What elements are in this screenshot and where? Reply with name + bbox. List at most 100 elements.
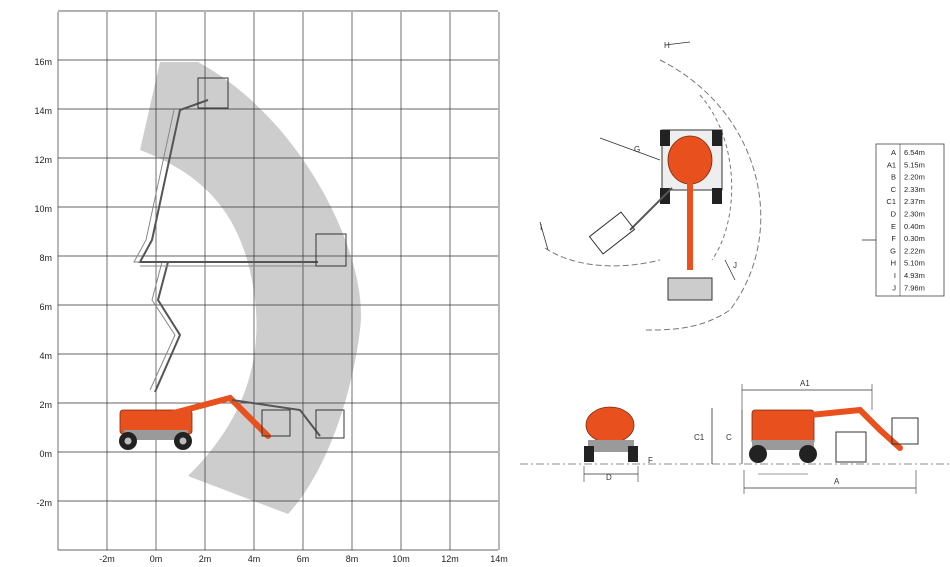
dim-label-j: J xyxy=(733,261,737,270)
dim-label-d: D xyxy=(606,473,612,482)
i-arrow xyxy=(539,221,549,251)
spec-value: 2.30m xyxy=(904,210,925,219)
y-tick-label: 10m xyxy=(34,204,52,214)
spec-value: 5.15m xyxy=(904,160,925,169)
top-turret xyxy=(667,135,713,185)
machine-side-low xyxy=(119,394,345,450)
y-tick-label: 6m xyxy=(39,302,52,312)
y-tick-label: -2m xyxy=(37,498,53,508)
machine-boom-high xyxy=(133,77,347,393)
y-tick-label: 12m xyxy=(34,155,52,165)
spec-table-frame xyxy=(875,143,945,297)
spec-value: 0.40m xyxy=(904,222,925,231)
y-tick-label: 0m xyxy=(39,449,52,459)
spec-value: 5.10m xyxy=(904,259,925,268)
chassis-base xyxy=(124,430,188,440)
spec-value: 7.96m xyxy=(904,283,925,292)
y-tick-label: 14m xyxy=(34,106,52,116)
x-tick-label: 8m xyxy=(346,554,359,564)
side-wheel-rear xyxy=(799,445,817,463)
top-view-diagram: H G I J xyxy=(539,41,762,331)
spec-key: C xyxy=(891,185,897,194)
x-tick-label: 6m xyxy=(297,554,310,564)
low-basket-1 xyxy=(261,409,291,437)
spec-key: C1 xyxy=(886,197,896,206)
x-tick-label: 2m xyxy=(199,554,212,564)
outer-swing-arc xyxy=(644,59,762,331)
side-boom xyxy=(797,406,903,451)
spec-key: G xyxy=(890,246,896,255)
side-wheel-front xyxy=(749,445,767,463)
y-tick-label: 4m xyxy=(39,351,52,361)
y-tick-label: 2m xyxy=(39,400,52,410)
tail-swing-arc xyxy=(544,247,661,267)
y-tick-label: 8m xyxy=(39,253,52,263)
spec-key: B xyxy=(891,173,896,182)
y-axis-tick-labels: 16m 14m 12m 10m 8m 6m 4m 2m 0m -2m xyxy=(34,57,52,508)
spec-value: 2.33m xyxy=(904,185,925,194)
x-tick-label: -2m xyxy=(99,554,115,564)
x-axis-tick-labels: -2m 0m 2m 4m 6m 8m 10m 12m 14m xyxy=(99,554,508,564)
top-wheel-fr xyxy=(712,130,722,146)
spec-value: 6.54m xyxy=(904,148,925,157)
dim-label-g: G xyxy=(634,145,640,154)
low-boom-ext xyxy=(231,399,321,437)
spec-value: 0.30m xyxy=(904,234,925,243)
dim-label-a1: A1 xyxy=(800,379,810,388)
rear-wheel-hub xyxy=(179,437,187,445)
top-wheel-fl xyxy=(660,130,670,146)
g-arrow xyxy=(599,137,661,161)
spec-value: 2.20m xyxy=(904,173,925,182)
spec-value: 2.22m xyxy=(904,246,925,255)
dim-label-c: C xyxy=(726,433,732,442)
front-view-diagram: D F xyxy=(583,406,653,482)
top-basket xyxy=(667,277,713,301)
spec-key: E xyxy=(891,222,896,231)
spec-key: I xyxy=(894,271,896,280)
front-wheel-r xyxy=(628,446,638,462)
front-wheel-hub xyxy=(124,437,132,445)
spec-key: F xyxy=(891,234,896,243)
y-tick-label: 16m xyxy=(34,57,52,67)
x-tick-label: 0m xyxy=(150,554,163,564)
front-turret xyxy=(585,406,635,444)
front-chassis xyxy=(588,440,634,452)
inner-swing-arc xyxy=(699,94,733,261)
high-basket xyxy=(197,77,229,109)
side-basket-ghost xyxy=(835,431,867,463)
x-tick-label: 4m xyxy=(248,554,261,564)
dim-label-i: I xyxy=(540,223,542,232)
x-tick-label: 10m xyxy=(392,554,410,564)
x-tick-label: 14m xyxy=(490,554,508,564)
dim-label-f: F xyxy=(648,456,653,465)
dim-label-c1: C1 xyxy=(694,433,705,442)
h-arrow xyxy=(664,41,691,46)
side-chassis-base xyxy=(752,440,814,450)
spec-key: J xyxy=(892,283,896,292)
chart-grid xyxy=(57,10,500,551)
spec-value: 4.93m xyxy=(904,271,925,280)
low-boom xyxy=(167,394,271,439)
j-arrow xyxy=(724,259,736,281)
x-tick-label: 12m xyxy=(441,554,459,564)
side-basket xyxy=(891,417,919,445)
working-range-chart: -2m 0m 2m 4m 6m 8m 10m 12m 14m 16m 14m 12m 10m 8m 6m 4… xyxy=(34,10,508,564)
work-envelope-area xyxy=(140,62,362,514)
dim-label-a: A xyxy=(834,477,840,486)
spec-key: D xyxy=(891,210,897,219)
spec-key: A1 xyxy=(887,160,896,169)
dim-label-h: H xyxy=(664,41,670,50)
mid-basket xyxy=(315,233,347,267)
low-basket-2 xyxy=(315,409,345,439)
front-wheel-l xyxy=(584,446,594,462)
spec-value: 2.37m xyxy=(904,197,925,206)
top-wheel-rr xyxy=(712,188,722,204)
spec-key: H xyxy=(891,259,896,268)
side-view-diagram: A1 C1 C A xyxy=(694,379,919,494)
rotated-basket xyxy=(588,211,636,255)
rotated-boom xyxy=(629,187,673,231)
spec-key: A xyxy=(891,148,896,157)
